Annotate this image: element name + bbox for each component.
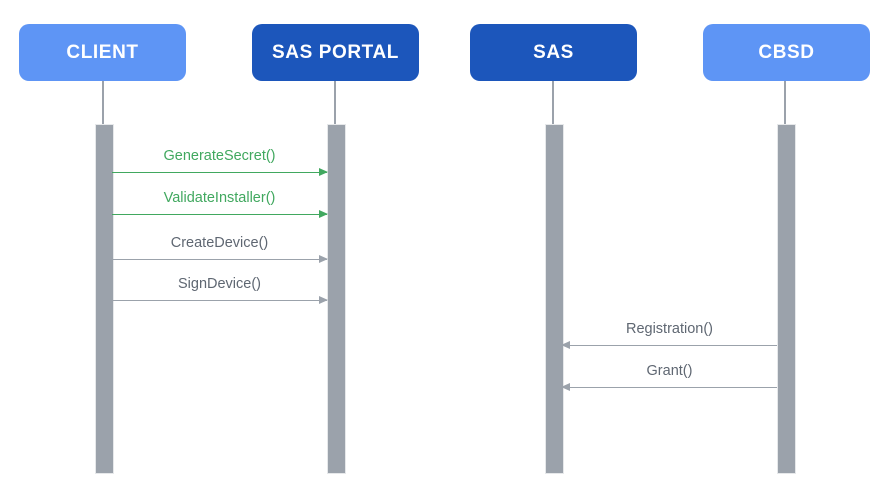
message-line-create-device: [112, 259, 327, 260]
arrow-head-left-icon: [561, 383, 570, 391]
arrow-head-right-icon: [319, 296, 328, 304]
arrow-head-right-icon: [319, 210, 328, 218]
message-line-grant: [562, 387, 777, 388]
actor-label-cbsd: CBSD: [758, 42, 815, 63]
message-label-sign-device: SignDevice(): [178, 276, 261, 293]
lifeline-sas-portal: [334, 81, 336, 124]
activation-bar-cbsd: [777, 124, 796, 474]
lifeline-cbsd: [784, 81, 786, 124]
message-label-create-device: CreateDevice(): [170, 235, 269, 252]
lifeline-sas: [552, 81, 554, 124]
actor-label-client: CLIENT: [66, 42, 139, 63]
message-line-generate-secret: [112, 172, 327, 173]
message-label-grant: Grant(): [646, 363, 693, 380]
message-label-generate-secret: GenerateSecret(): [163, 148, 276, 165]
actor-box-sas-portal[interactable]: SAS PORTAL: [252, 24, 419, 81]
actor-label-sas: SAS: [533, 42, 574, 63]
arrow-head-left-icon: [561, 341, 570, 349]
activation-bar-sas-portal: [327, 124, 346, 474]
actor-box-sas[interactable]: SAS: [470, 24, 637, 81]
actor-label-sas-portal: SAS PORTAL: [271, 42, 400, 63]
message-label-validate-installer: ValidateInstaller(): [163, 190, 276, 207]
arrow-head-right-icon: [319, 255, 328, 263]
activation-bar-sas: [545, 124, 564, 474]
message-line-validate-installer: [112, 214, 327, 215]
message-label-registration: Registration(): [625, 321, 714, 338]
actor-box-client[interactable]: CLIENT: [19, 24, 186, 81]
arrow-head-right-icon: [319, 168, 328, 176]
message-line-registration: [562, 345, 777, 346]
lifeline-client: [102, 81, 104, 124]
activation-bar-client: [95, 124, 114, 474]
actor-box-cbsd[interactable]: CBSD: [703, 24, 870, 81]
message-line-sign-device: [112, 300, 327, 301]
